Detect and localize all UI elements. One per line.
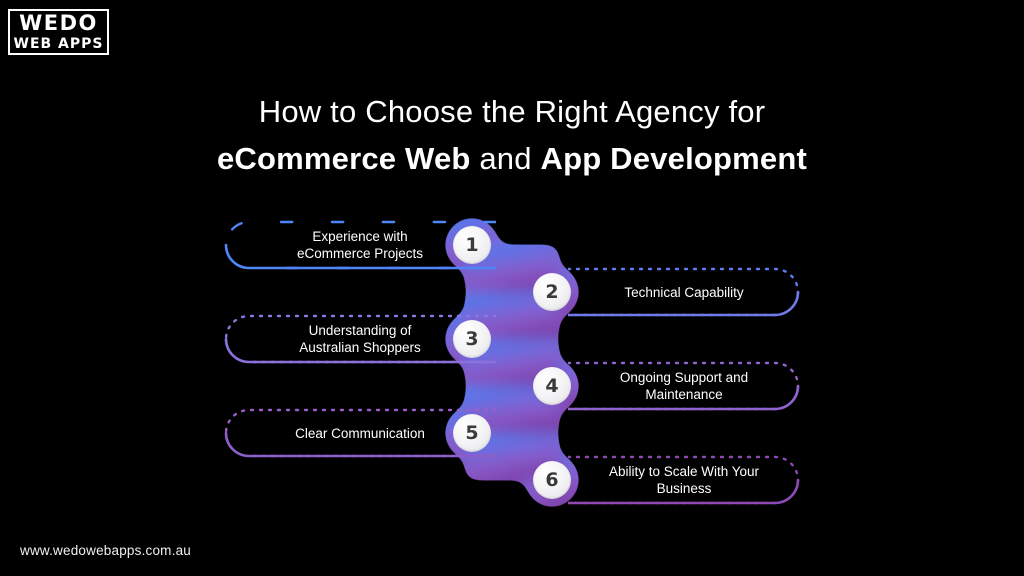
pill-outline-3	[224, 314, 496, 364]
step-label-6-line2: Business	[656, 481, 712, 496]
page-title: How to Choose the Right Agency for eComm…	[0, 88, 1024, 182]
step-label-3-line1: Understanding of	[308, 323, 412, 338]
step-label-3-line2: Australian Shoppers	[299, 340, 421, 355]
step-label-4: Ongoing Support and Maintenance	[568, 369, 800, 403]
title-emphasis-2: App Development	[540, 141, 808, 176]
step-label-4-line2: Maintenance	[645, 387, 723, 402]
step-number-2: 2	[533, 273, 571, 311]
step-label-1: Experience with eCommerce Projects	[224, 228, 496, 262]
step-badge-4[interactable]: 4	[526, 360, 578, 412]
step-number-1: 1	[453, 226, 491, 264]
step-pill-3[interactable]: Understanding of Australian Shoppers	[224, 314, 496, 364]
step-label-6: Ability to Scale With Your Business	[568, 463, 800, 497]
step-badge-6[interactable]: 6	[526, 454, 578, 506]
logo-text-secondary: WEB APPS	[13, 36, 104, 52]
step-pill-4[interactable]: Ongoing Support and Maintenance	[568, 361, 800, 411]
step-label-6-line1: Ability to Scale With Your	[608, 464, 760, 479]
step-pill-1[interactable]: Experience with eCommerce Projects	[224, 220, 496, 270]
step-label-3: Understanding of Australian Shoppers	[224, 322, 496, 356]
title-line-2: eCommerce Web and App Development	[0, 135, 1024, 182]
step-label-2-line1: Technical Capability	[624, 284, 744, 300]
step-number-3: 3	[453, 320, 491, 358]
step-label-1-line2: eCommerce Projects	[296, 246, 424, 261]
step-label-5: Clear Communication	[224, 425, 496, 442]
step-pill-2[interactable]: Technical Capability	[568, 267, 800, 317]
brand-logo: WEDO WEB APPS	[8, 9, 109, 55]
title-line-1: How to Choose the Right Agency for	[258, 94, 766, 129]
pill-outline-5	[224, 408, 496, 458]
pill-outline-4	[568, 361, 800, 411]
step-badge-1[interactable]: 1	[446, 219, 498, 271]
logo-text-primary: WEDO	[19, 11, 98, 35]
step-label-1-line1: Experience with	[312, 229, 408, 244]
step-label-5-line1: Clear Communication	[295, 425, 425, 441]
title-emphasis-1: eCommerce Web	[216, 141, 471, 176]
step-number-5: 5	[453, 414, 491, 452]
step-label-4-line1: Ongoing Support and	[619, 370, 749, 385]
step-number-4: 4	[533, 367, 571, 405]
pill-outline-6	[568, 455, 800, 505]
title-conjunction: and	[470, 141, 541, 176]
step-badge-3[interactable]: 3	[446, 313, 498, 365]
pill-outline-1	[224, 220, 496, 270]
step-badge-5[interactable]: 5	[446, 407, 498, 459]
step-badge-2[interactable]: 2	[526, 266, 578, 318]
step-pill-6[interactable]: Ability to Scale With Your Business	[568, 455, 800, 505]
footer-website-url[interactable]: www.wedowebapps.com.au	[20, 543, 191, 558]
pill-outline-2	[568, 267, 800, 317]
step-label-2: Technical Capability	[568, 284, 800, 301]
step-number-6: 6	[533, 461, 571, 499]
step-pill-5[interactable]: Clear Communication	[224, 408, 496, 458]
